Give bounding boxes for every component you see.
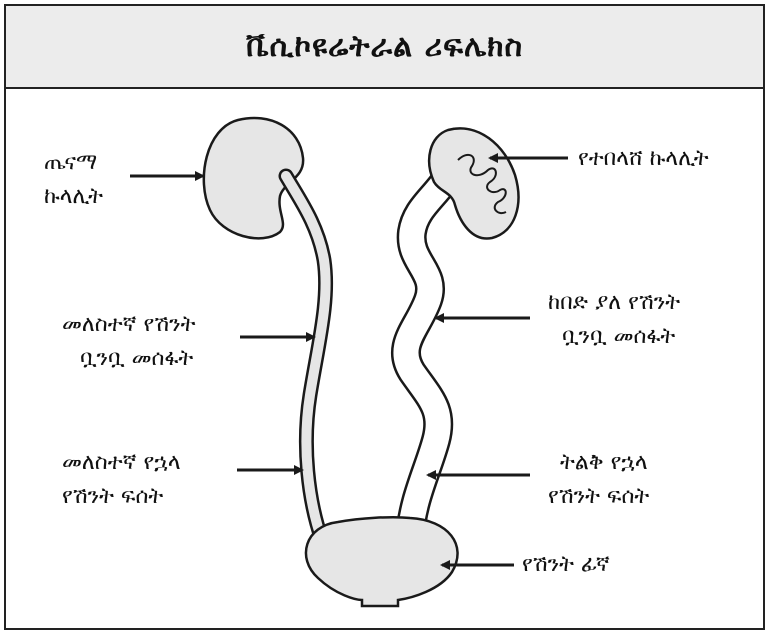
label-healthy-kidney: ጤናማ ኩላሊት <box>44 146 103 214</box>
label-normal-ureter-line1: መለስተኛ የሽንት <box>62 312 196 337</box>
damaged-kidney <box>427 127 520 240</box>
label-damaged-kidney: የተበላሸ ኩላሊት <box>578 142 709 176</box>
label-mild-reflux: መለስተኛ የኋላ የሽንት ፍሰት <box>62 446 181 514</box>
severe-ureter <box>393 155 465 551</box>
label-bladder: የሽንት ፊኛ <box>522 548 610 582</box>
label-damaged-kidney-line1: የተበላሸ ኩላሊት <box>578 146 709 171</box>
label-severe-ureter: ከበድ ያለ የሽንት ቧንቧ መሰፋት <box>548 286 680 354</box>
label-bladder-line1: የሽንት ፊኛ <box>522 552 610 577</box>
title-bar: ቬሲኮዩሬትራል ሪፍሌክስ <box>6 6 763 89</box>
label-large-reflux-line1: ትልቅ የኋላ <box>560 450 648 475</box>
label-normal-ureter-line2: ቧንቧ መሰፋት <box>80 346 194 371</box>
label-large-reflux-line2: የሽንት ፍሰት <box>548 484 650 509</box>
label-severe-ureter-line2: ቧንቧ መሰፋት <box>562 324 676 349</box>
label-severe-ureter-line1: ከበድ ያለ የሽንት <box>548 290 681 315</box>
bladder <box>304 515 459 608</box>
label-healthy-kidney-line2: ኩላሊት <box>44 184 103 209</box>
kidney-scarring <box>457 153 507 214</box>
diagram-title: ቬሲኮዩሬትራል ሪፍሌክስ <box>245 29 524 64</box>
label-large-reflux: ትልቅ የኋላ የሽንት ፍሰት <box>548 446 649 514</box>
left-ureter-entry <box>318 538 330 550</box>
label-healthy-kidney-line1: ጤናማ <box>44 150 98 175</box>
normal-ureter <box>281 171 331 545</box>
label-mild-reflux-line1: መለስተኛ የኋላ <box>62 450 181 475</box>
label-mild-reflux-line2: የሽንት ፍሰት <box>62 484 164 509</box>
label-normal-ureter: መለስተኛ የሽንት ቧንቧ መሰፋት <box>62 308 195 376</box>
healthy-kidney <box>202 116 305 240</box>
